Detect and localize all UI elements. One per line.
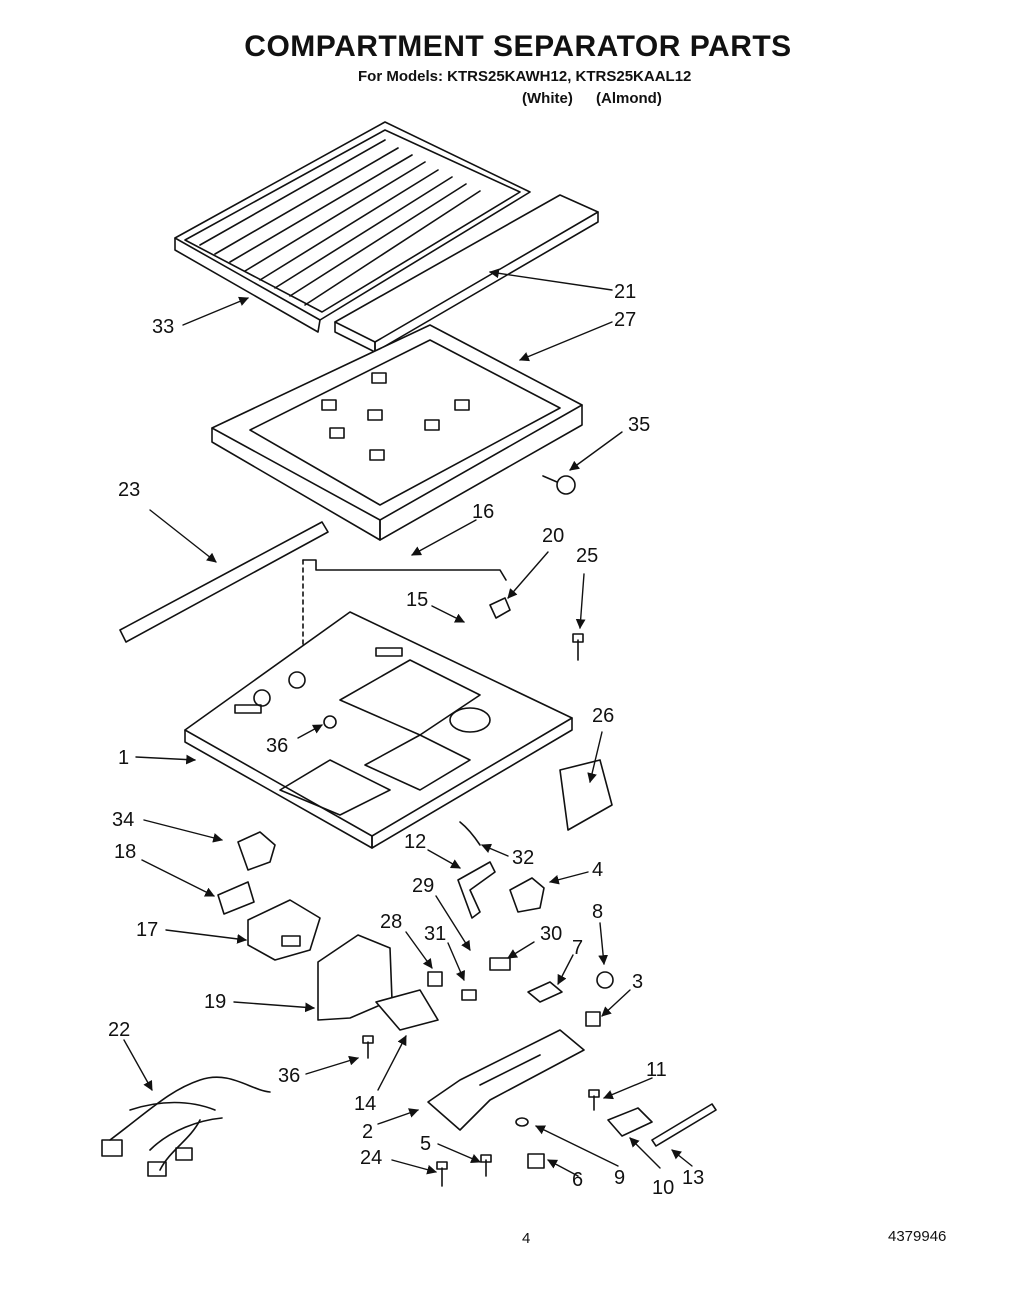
document-number: 4379946 — [888, 1228, 947, 1245]
callout-34: 34 — [112, 809, 134, 831]
page-title: COMPARTMENT SEPARATOR PARTS — [244, 30, 792, 63]
part-29-duct — [457, 861, 496, 919]
part-11-screw — [588, 1089, 600, 1111]
part-35-knob — [542, 475, 576, 495]
part-2-housing — [427, 1029, 585, 1131]
callout-32: 32 — [512, 847, 534, 869]
part-1-separator-base — [184, 611, 573, 849]
callout-36-upper: 36 — [266, 735, 288, 757]
callout-19: 19 — [204, 991, 226, 1013]
callout-3: 3 — [632, 971, 643, 993]
callout-28: 28 — [380, 911, 402, 933]
variant-almond-label: (Almond) — [596, 90, 662, 107]
part-28-clip — [427, 971, 443, 987]
part-34-connector — [237, 831, 276, 871]
callout-6: 6 — [572, 1169, 583, 1191]
callout-12: 12 — [404, 831, 426, 853]
part-17-control — [247, 899, 321, 961]
part-4-fan-motor — [509, 877, 545, 913]
part-36b-screw — [362, 1035, 374, 1059]
page-number: 4 — [522, 1230, 531, 1247]
part-33-top-tray — [174, 121, 531, 333]
callout-26: 26 — [592, 705, 614, 727]
callout-23: 23 — [118, 479, 140, 501]
part-22-wiring-harness — [101, 1076, 271, 1177]
part-25-screw — [572, 633, 584, 661]
part-27-frame — [211, 324, 583, 541]
callout-24: 24 — [360, 1147, 382, 1169]
callout-5: 5 — [420, 1133, 431, 1155]
callout-25: 25 — [576, 545, 598, 567]
part-10-switch — [607, 1107, 653, 1137]
part-13-rod — [651, 1103, 717, 1147]
part-3-clip — [585, 1011, 601, 1027]
part-7-socket — [527, 981, 563, 1003]
callout-21: 21 — [614, 281, 636, 303]
callout-35: 35 — [628, 414, 650, 436]
callout-22: 22 — [108, 1019, 130, 1041]
part-18-gasket — [217, 881, 255, 915]
part-26-shield — [559, 759, 613, 831]
variant-white-label: (White) — [522, 90, 573, 107]
callout-30: 30 — [540, 923, 562, 945]
callout-1: 1 — [118, 747, 129, 769]
part-14-bracket — [375, 989, 439, 1031]
callout-14: 14 — [354, 1093, 376, 1115]
callout-15: 15 — [406, 589, 428, 611]
part-30-clip — [489, 957, 511, 971]
callout-18: 18 — [114, 841, 136, 863]
part-31-clip — [461, 989, 477, 1001]
callout-7: 7 — [572, 937, 583, 959]
callout-20: 20 — [542, 525, 564, 547]
callout-10: 10 — [652, 1177, 674, 1199]
part-8-bulb — [596, 971, 614, 989]
callout-33: 33 — [152, 316, 174, 338]
callout-31: 31 — [424, 923, 446, 945]
callout-2: 2 — [362, 1121, 373, 1143]
callout-8: 8 — [592, 901, 603, 923]
models-subtitle: For Models: KTRS25KAWH12, KTRS25KAAL12 — [358, 68, 692, 85]
callout-11: 11 — [646, 1059, 667, 1081]
part-12-wire — [459, 821, 481, 846]
part-9-grommet — [515, 1117, 529, 1127]
part-24-screw — [436, 1161, 448, 1187]
callout-13: 13 — [682, 1167, 704, 1189]
part-20-bracket — [489, 597, 511, 619]
callout-4: 4 — [592, 859, 603, 881]
part-21-front-trim — [334, 194, 599, 353]
part-5-screw — [480, 1154, 492, 1177]
callout-17: 17 — [136, 919, 158, 941]
callout-16: 16 — [472, 501, 494, 523]
part-23-strip — [119, 521, 329, 643]
callout-9: 9 — [614, 1167, 625, 1189]
callout-29: 29 — [412, 875, 434, 897]
part-36a-screw — [323, 715, 337, 729]
part-6-clip — [527, 1153, 545, 1169]
leader-lines — [123, 268, 693, 1177]
callout-36-lower: 36 — [278, 1065, 300, 1087]
callout-labels: 21 33 27 35 23 16 20 25 15 1 36 26 34 12… — [108, 281, 704, 1199]
callout-27: 27 — [614, 309, 636, 331]
